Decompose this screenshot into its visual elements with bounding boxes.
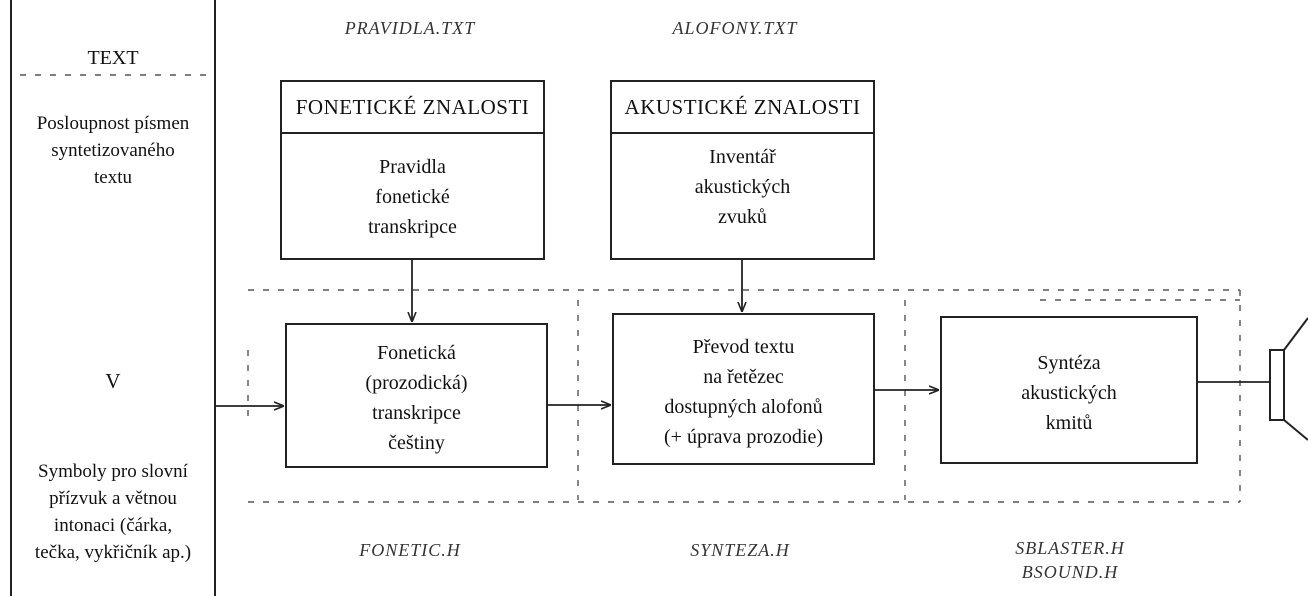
left-column-left-border	[10, 0, 12, 596]
text-header: TEXT	[87, 47, 139, 69]
fonetic-file-label: FONETIC.H	[359, 540, 461, 560]
synthesis-line-3: kmitů	[1045, 412, 1093, 434]
transcription-box: Fonetická (prozodická) transkripce češti…	[285, 323, 548, 468]
conversion-line-1: Převod textu	[692, 336, 795, 358]
synthesis-box: Syntéza akustických kmitů	[940, 316, 1198, 464]
conversion-box: Převod textu na řetězec dostupných alofo…	[612, 313, 875, 465]
transcription-line-1: Fonetická	[377, 342, 456, 364]
conversion-line-2: na řetězec	[703, 366, 784, 388]
conversion-line-4: (+ úprava prozodie)	[664, 426, 823, 448]
input-desc-line-1: Posloupnost písmen	[36, 113, 190, 134]
input-desc-line-2: syntetizovaného	[51, 140, 175, 161]
left-column-right-border	[214, 0, 216, 596]
phonetic-body-line-1: Pravidla	[379, 156, 446, 178]
synthesis-text: Syntéza akustických kmitů	[942, 318, 1196, 438]
acoustic-knowledge-title: AKUSTICKÉ ZNALOSTI	[612, 82, 873, 134]
acoustic-knowledge-box: AKUSTICKÉ ZNALOSTI Inventář akustických …	[610, 80, 875, 260]
transcription-line-2: (prozodická)	[365, 372, 468, 394]
acoustic-body-line-2: akustických	[694, 176, 791, 198]
synteza-file-label: SYNTEZA.H	[690, 540, 790, 560]
input-description: Posloupnost písmen syntetizovaného textu	[12, 110, 214, 191]
symbol-desc-line-4: tečka, vykřičník ap.)	[34, 542, 192, 563]
conversion-line-3: dostupných alofonů	[664, 396, 823, 418]
acoustic-knowledge-body: Inventář akustických zvuků	[612, 134, 873, 232]
transcription-text: Fonetická (prozodická) transkripce češti…	[287, 325, 546, 458]
synthesis-line-1: Syntéza	[1037, 352, 1101, 374]
alofony-file-label: ALOFONY.TXT	[672, 18, 798, 38]
symbol-desc-line-2: přízvuk a větnou	[49, 488, 177, 509]
symbol-desc-line-3: intonaci (čárka,	[53, 515, 173, 536]
transcription-line-3: transkripce	[372, 402, 461, 424]
symbol-description: Symboly pro slovní přízvuk a větnou into…	[12, 458, 214, 566]
input-desc-line-3: textu	[94, 167, 132, 188]
synthesis-line-2: akustických	[1021, 382, 1117, 404]
conversion-text: Převod textu na řetězec dostupných alofo…	[614, 315, 873, 452]
speaker-icon	[1269, 317, 1308, 441]
sblaster-line-2: BSOUND.H	[1021, 562, 1119, 582]
acoustic-body-line-3: zvuků	[718, 206, 767, 228]
sblaster-line-1: SBLASTER.H	[1015, 538, 1125, 558]
acoustic-body-line-1: Inventář	[709, 146, 776, 168]
phonetic-body-line-2: fonetické	[375, 186, 450, 208]
sblaster-file-label: SBLASTER.H BSOUND.H	[960, 536, 1180, 584]
phonetic-knowledge-box: FONETICKÉ ZNALOSTI Pravidla fonetické tr…	[280, 80, 545, 260]
middle-symbol: V	[105, 369, 121, 393]
transcription-line-4: češtiny	[388, 432, 445, 454]
phonetic-knowledge-body: Pravidla fonetické transkripce	[282, 134, 543, 242]
phonetic-knowledge-title: FONETICKÉ ZNALOSTI	[282, 82, 543, 134]
phonetic-body-line-3: transkripce	[368, 216, 457, 238]
pravidla-file-label: PRAVIDLA.TXT	[344, 18, 476, 38]
symbol-desc-line-1: Symboly pro slovní	[38, 461, 188, 482]
